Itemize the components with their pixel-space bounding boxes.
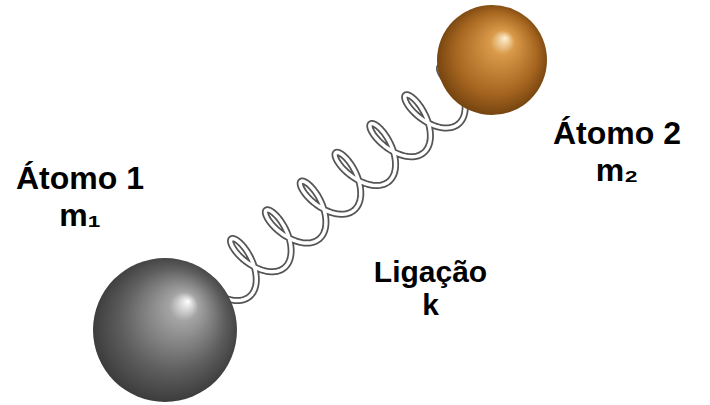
atom-sphere: Átomo 2 m₂ bbox=[437, 5, 547, 115]
sphere-fill bbox=[437, 5, 547, 115]
bond-label: Ligação k bbox=[368, 255, 493, 321]
atom-label: Átomo 2 m₂ bbox=[542, 115, 692, 189]
sphere-outline bbox=[437, 5, 547, 115]
atom-label: Átomo 1 m₁ bbox=[5, 160, 155, 234]
sphere-outline bbox=[93, 258, 237, 402]
atom-sphere: Átomo 1 m₁ bbox=[93, 258, 237, 402]
sphere-fill bbox=[93, 258, 237, 402]
